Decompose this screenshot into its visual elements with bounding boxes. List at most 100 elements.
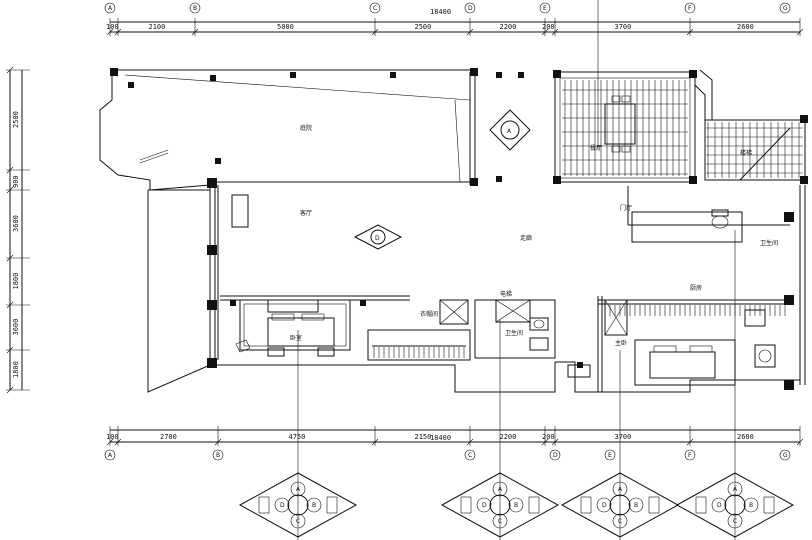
- elevation-bubble: [612, 481, 628, 497]
- bottom-axis-bubble: [104, 449, 116, 461]
- elevation-bubble: [492, 481, 508, 497]
- bottom-axis-bubble: [684, 449, 696, 461]
- bedroom-left: 卧室: [220, 295, 410, 540]
- elevation-letter: D: [602, 502, 607, 509]
- elevation-center: [489, 494, 511, 516]
- top-axis-letter: E: [543, 5, 547, 12]
- room-label-bath1: 卫生间: [505, 329, 523, 337]
- elevation-bubble: [727, 513, 743, 529]
- left-dimension-segment: 1800: [12, 361, 20, 378]
- bottom-dimension-segment: 100: [106, 433, 119, 441]
- room-label-dining: 餐厅: [590, 144, 602, 152]
- elevation-letter: C: [498, 518, 502, 525]
- elevation-letter: A: [498, 486, 503, 493]
- elevator: 电梯: [495, 290, 628, 336]
- room-label-kitchen: 厨房: [690, 284, 702, 292]
- bottom-dimension-segment: 2600: [737, 433, 754, 441]
- elevation-letter: B: [634, 502, 638, 509]
- top-axis-bubble: [684, 2, 696, 14]
- bottom-axis-bubble: [549, 449, 561, 461]
- elevation-diamond: [238, 472, 358, 538]
- top-dimension-segment: 2100: [149, 23, 166, 31]
- top-axis-bubble: [539, 2, 551, 14]
- top-total-dimension: 18400: [430, 8, 451, 16]
- elevation-letter: D: [717, 502, 722, 509]
- top-axis-bubble: [464, 2, 476, 14]
- elevation-bubble: [596, 497, 612, 513]
- bottom-axis-letter: C: [468, 452, 472, 459]
- top-axis-letter: G: [783, 5, 788, 12]
- bottom-axis-bubble: [464, 449, 476, 461]
- bottom-axis-bubble: [212, 449, 224, 461]
- top-dimension-segment: 100: [106, 23, 119, 31]
- room-label-hall: 门厅: [620, 204, 632, 212]
- garden-terrace: 庭院: [99, 68, 478, 191]
- room-label-elevator: 电梯: [500, 290, 512, 298]
- bottom-dimension-segment: 3700: [615, 433, 632, 441]
- top-axis-bubble: [779, 2, 791, 14]
- room-label-closet: 衣帽间: [420, 310, 438, 318]
- bottom-axis-bubble: [604, 449, 616, 461]
- top-dimension-segment: 2500: [415, 23, 432, 31]
- room-label-bedroom: 卧室: [290, 334, 302, 342]
- wood-deck: 餐厅: [496, 0, 697, 184]
- top-axis-letter: B: [193, 5, 197, 12]
- elevation-letter: A: [618, 486, 623, 493]
- elevation-letter: C: [733, 518, 737, 525]
- top-dimension-segment: 5000: [277, 23, 294, 31]
- elevation-diamond: [440, 472, 560, 538]
- right-wing: 卫生间 厨房 主卧: [567, 186, 790, 540]
- elevation-center: [724, 494, 746, 516]
- elevation-letter: B: [514, 502, 518, 509]
- bottom-dimension-segment: 4750: [289, 433, 306, 441]
- bottom-axis-letter: F: [688, 452, 692, 459]
- stair: 楼梯: [694, 69, 808, 184]
- elevation-bubble: [492, 513, 508, 529]
- garden-marker-label: A: [507, 128, 512, 135]
- top-axis-letter: F: [688, 5, 692, 12]
- elevation-bubble: [508, 497, 524, 513]
- left-dimension-segment: 3600: [12, 215, 20, 232]
- elevation-bubble: [290, 481, 306, 497]
- bottom-axis-letter: A: [108, 452, 113, 459]
- elevation-bubble: [476, 497, 492, 513]
- elevation-letter: C: [618, 518, 622, 525]
- bottom-dimension-segment: 2700: [160, 433, 177, 441]
- closet-middle: 衣帽间: [367, 299, 471, 361]
- elevation-center: [609, 494, 631, 516]
- elevation-bubble: [743, 497, 759, 513]
- elevation-bubble: [727, 481, 743, 497]
- elevation-letter: B: [312, 502, 316, 509]
- section-marker-living: D 客厅: [300, 209, 403, 250]
- elevation-bubble: [612, 513, 628, 529]
- elevation-letter: B: [749, 502, 753, 509]
- bottom-axis-letter: G: [783, 452, 788, 459]
- elevation-letter: D: [280, 502, 285, 509]
- elevation-bubble: [711, 497, 727, 513]
- bottom-axis-letter: B: [216, 452, 220, 459]
- left-dimension-segment: 2500: [12, 111, 20, 128]
- elevation-bubble: [628, 497, 644, 513]
- top-axis-bubble: [189, 2, 201, 14]
- top-axis-bubble: [104, 2, 116, 14]
- room-label-garden: 庭院: [300, 124, 312, 132]
- bottom-dimension-segment: 2200: [500, 433, 517, 441]
- elevation-letter: A: [296, 486, 301, 493]
- top-dimension-segment: 2200: [500, 23, 517, 31]
- elevation-letter: A: [733, 486, 738, 493]
- top-dimension-segment: 200: [542, 23, 555, 31]
- room-label-corridor: 走廊: [520, 234, 532, 242]
- room-label-living: 客厅: [300, 209, 312, 217]
- building-outline: 走廊 门厅: [147, 178, 806, 393]
- bottom-axis-bubble: [779, 449, 791, 461]
- bottom-axis-letter: D: [553, 452, 558, 459]
- elevation-letter: C: [296, 518, 300, 525]
- top-axis-letter: C: [373, 5, 377, 12]
- elevation-bubble: [274, 497, 290, 513]
- elevation-diamond: [675, 472, 795, 538]
- room-label-stair: 楼梯: [740, 149, 752, 157]
- bottom-dimension-segment: 2150: [415, 433, 432, 441]
